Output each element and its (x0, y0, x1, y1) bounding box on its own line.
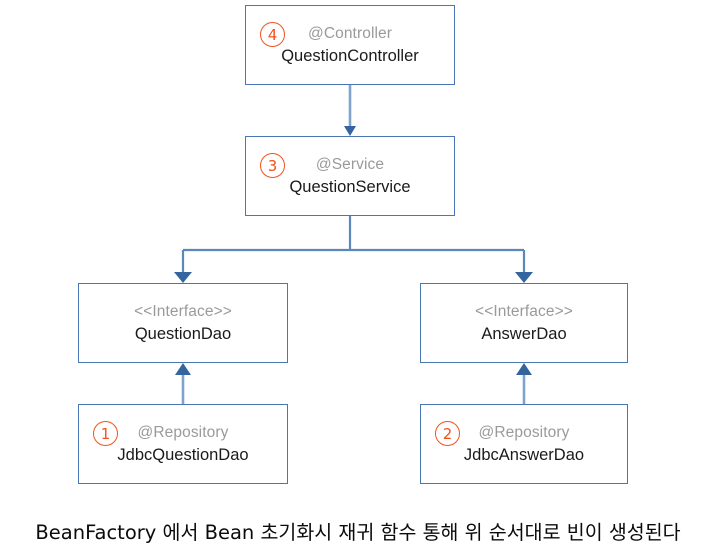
node-question-controller[interactable]: 4 @Controller QuestionController (245, 5, 455, 85)
arrowhead-question-dao (174, 272, 192, 283)
edge-jdbc-answer-dao-to-answer-dao (516, 363, 532, 404)
node-jdbc-question-dao[interactable]: 1 @Repository JdbcQuestionDao (78, 404, 288, 484)
node-stereotype: @Controller (307, 24, 393, 42)
node-title: QuestionController (281, 46, 419, 65)
node-stereotype: @Service (315, 155, 385, 173)
node-stereotype: @Repository (137, 423, 229, 441)
node-title: JdbcAnswerDao (463, 445, 585, 464)
order-badge-1: 1 (93, 421, 118, 446)
node-jdbc-answer-dao[interactable]: 2 @Repository JdbcAnswerDao (420, 404, 628, 484)
node-stereotype: <<Interface>> (475, 302, 573, 320)
edge-jdbc-question-dao-to-question-dao (175, 363, 191, 404)
order-badge-2: 2 (435, 421, 460, 446)
node-title: JdbcQuestionDao (117, 445, 249, 464)
order-badge-3: 3 (260, 153, 285, 178)
node-question-service[interactable]: 3 @Service QuestionService (245, 136, 455, 216)
edge-controller-to-service (344, 85, 356, 136)
node-stereotype: <<Interface>> (134, 302, 232, 320)
node-stereotype: @Repository (478, 423, 570, 441)
node-title: AnswerDao (481, 324, 567, 343)
arrowhead-answer-dao (515, 272, 533, 283)
node-title: QuestionService (289, 177, 411, 196)
edge-service-fork (174, 216, 533, 283)
node-question-dao[interactable]: <<Interface>> QuestionDao (78, 283, 288, 363)
diagram-caption: BeanFactory 에서 Bean 초기화시 재귀 함수 통해 위 순서대로… (35, 521, 681, 544)
node-title: QuestionDao (134, 324, 232, 343)
order-badge-4: 4 (260, 22, 285, 47)
node-answer-dao[interactable]: <<Interface>> AnswerDao (420, 283, 628, 363)
